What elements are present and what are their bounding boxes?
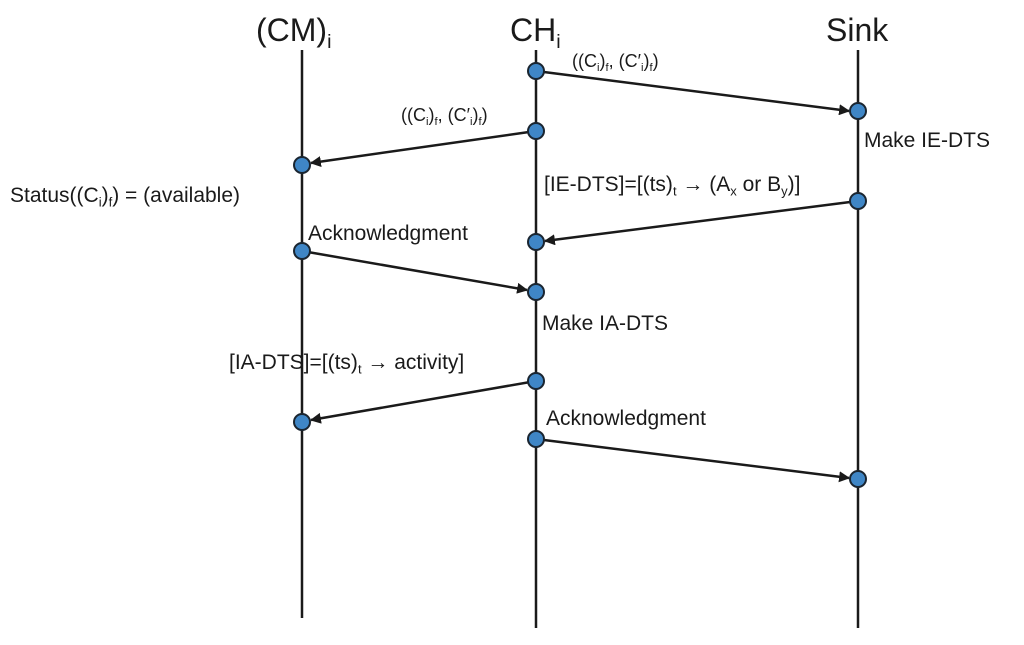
label-make-ia-dts: Make IA-DTS (542, 312, 669, 335)
header-ch: CHi (510, 12, 561, 53)
node-sink-3 (849, 470, 867, 488)
arrow-cm-to-ch (301, 249, 529, 294)
node-ch-6 (527, 430, 545, 448)
label-ack-2: Acknowledgment (546, 407, 706, 430)
node-ch-1 (527, 62, 545, 80)
label-make-ie-dts: Make IE-DTS (864, 129, 991, 152)
label-ie-dts: [IE-DTS]=[(ts)t → (Ax or By)] (544, 173, 801, 199)
node-ch-2 (527, 122, 545, 140)
node-ch-4 (527, 283, 545, 301)
node-ch-3 (527, 233, 545, 251)
node-cm-2 (293, 242, 311, 260)
node-sink-2 (849, 192, 867, 210)
arrow-ch-to-sink-1 (535, 69, 851, 116)
arrow-sink-to-ch (543, 199, 859, 246)
arrow-ch-to-sink-2 (535, 437, 851, 483)
label-msg-ch-to-sink: ((Ci)f, (C′i)f) (572, 51, 659, 74)
label-ia-dts: [IA-DTS]=[(ts)t → activity] (229, 351, 465, 377)
label-status: Status((Ci)f) = (available) (10, 184, 241, 210)
node-ch-5 (527, 372, 545, 390)
node-cm-3 (293, 413, 311, 431)
header-cm: (CM)i (256, 12, 332, 53)
node-cm-1 (293, 156, 311, 174)
label-msg-ch-to-cm: ((Ci)f, (C′i)f) (401, 105, 488, 128)
arrow-ch-to-cm-1 (309, 129, 537, 168)
label-ack-1: Acknowledgment (308, 222, 468, 245)
node-sink-1 (849, 102, 867, 120)
arrow-ch-to-cm-2 (309, 379, 537, 424)
header-sink: Sink (826, 12, 889, 48)
